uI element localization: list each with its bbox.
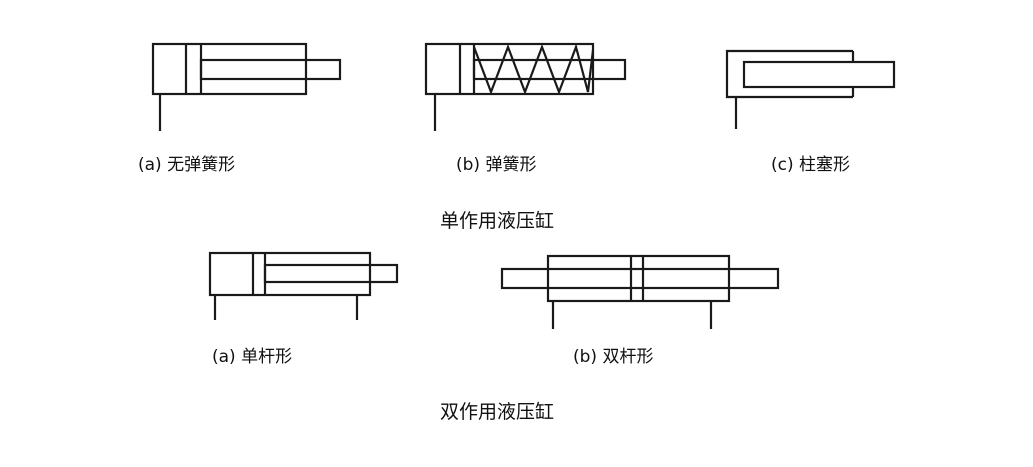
label-single-rod: (a) 单杆形 xyxy=(212,347,293,367)
single-acting-plunger-cylinder xyxy=(725,49,896,129)
spring xyxy=(472,43,595,96)
double-acting-title: 双作用液压缸 xyxy=(439,401,555,423)
single-acting-no-spring-cylinder xyxy=(151,42,342,131)
label-double-rod: (b) 双杆形 xyxy=(573,347,654,367)
single-acting-title: 单作用液压缸 xyxy=(439,210,555,232)
single-acting-spring-cylinder xyxy=(424,42,627,131)
label-no-spring: (a) 无弹簧形 xyxy=(138,155,236,175)
double-acting-double-rod-cylinder xyxy=(500,254,780,329)
double-acting-single-rod-cylinder xyxy=(208,251,399,320)
label-spring: (b) 弹簧形 xyxy=(456,155,537,175)
label-plunger: (c) 柱塞形 xyxy=(771,155,851,175)
